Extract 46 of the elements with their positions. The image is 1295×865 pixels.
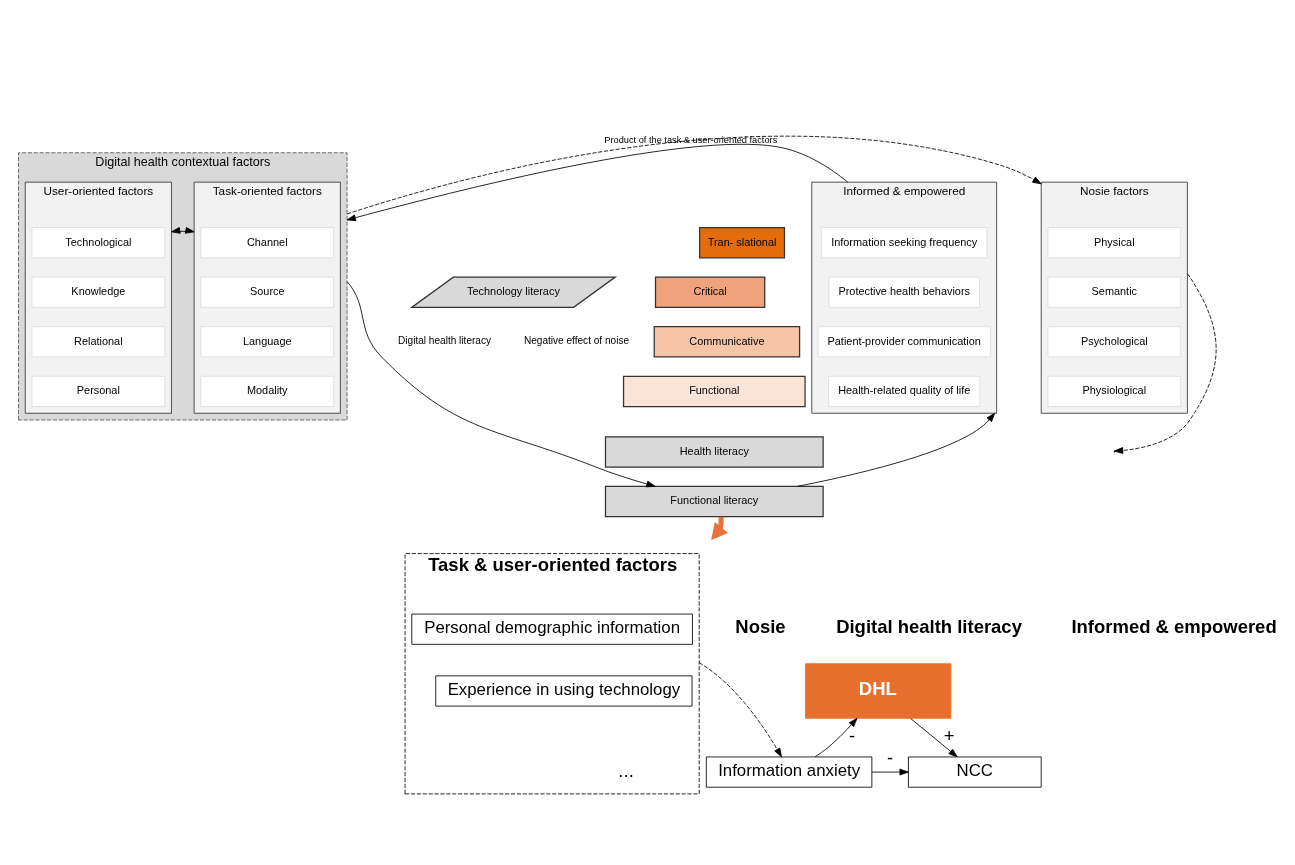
- node-box: Physiological: [1047, 375, 1182, 407]
- node-box: Communicative: [653, 325, 801, 358]
- node-box: Health literacy: [604, 435, 824, 468]
- node-box: Functional: [622, 375, 806, 407]
- node-box: Information anxiety: [705, 756, 873, 788]
- arrow: [1113, 272, 1217, 454]
- node-box: Functional literacy: [604, 485, 824, 517]
- node-box: Personal demographic information: [411, 613, 693, 645]
- arrow: [871, 768, 909, 775]
- node-box: Experience in using technology: [435, 674, 693, 706]
- arrow: [346, 135, 1042, 214]
- node-box: Information seeking frequency: [821, 226, 988, 258]
- label: Informed & empowered: [1071, 615, 1277, 637]
- node-box: DHL: [805, 662, 952, 719]
- node-box: Tran- slational: [698, 226, 786, 258]
- label: Negative effect of noise: [523, 334, 630, 346]
- label: Nosie: [735, 615, 786, 637]
- node-box: Physical: [1047, 226, 1182, 258]
- arrow: [346, 143, 849, 221]
- edge-label: +: [943, 724, 955, 746]
- node-box: Personal: [31, 375, 166, 407]
- edge-label: -: [849, 724, 856, 746]
- node-box: Technological: [31, 226, 166, 258]
- label: Digital health literacy: [836, 615, 1022, 637]
- node-box: Protective health behaviors: [828, 276, 980, 308]
- arrow: [698, 661, 782, 757]
- arrow: [910, 717, 958, 757]
- label: Digital health literacy: [398, 334, 492, 346]
- node-box: NCC: [908, 756, 1042, 788]
- arrow: [346, 280, 656, 487]
- node-box: Channel: [200, 226, 335, 258]
- label: ...: [618, 759, 634, 781]
- node-box: Modality: [200, 375, 335, 407]
- arrow: [171, 226, 195, 234]
- node-box: Source: [200, 276, 335, 308]
- arrow: [814, 717, 858, 757]
- node-box: Patient-provider communication: [817, 325, 991, 357]
- node-box: Psychological: [1047, 325, 1182, 357]
- edge-label: Product of the task & user-oriented factors: [604, 134, 778, 145]
- node-box: Health-related quality of life: [828, 375, 981, 407]
- node-box: Language: [200, 325, 335, 357]
- edge-label: -: [887, 746, 894, 768]
- node-box: Knowledge: [31, 276, 166, 308]
- node-box: Relational: [31, 325, 166, 357]
- node-box: Critical: [654, 276, 766, 308]
- node-box: Semantic: [1047, 276, 1182, 308]
